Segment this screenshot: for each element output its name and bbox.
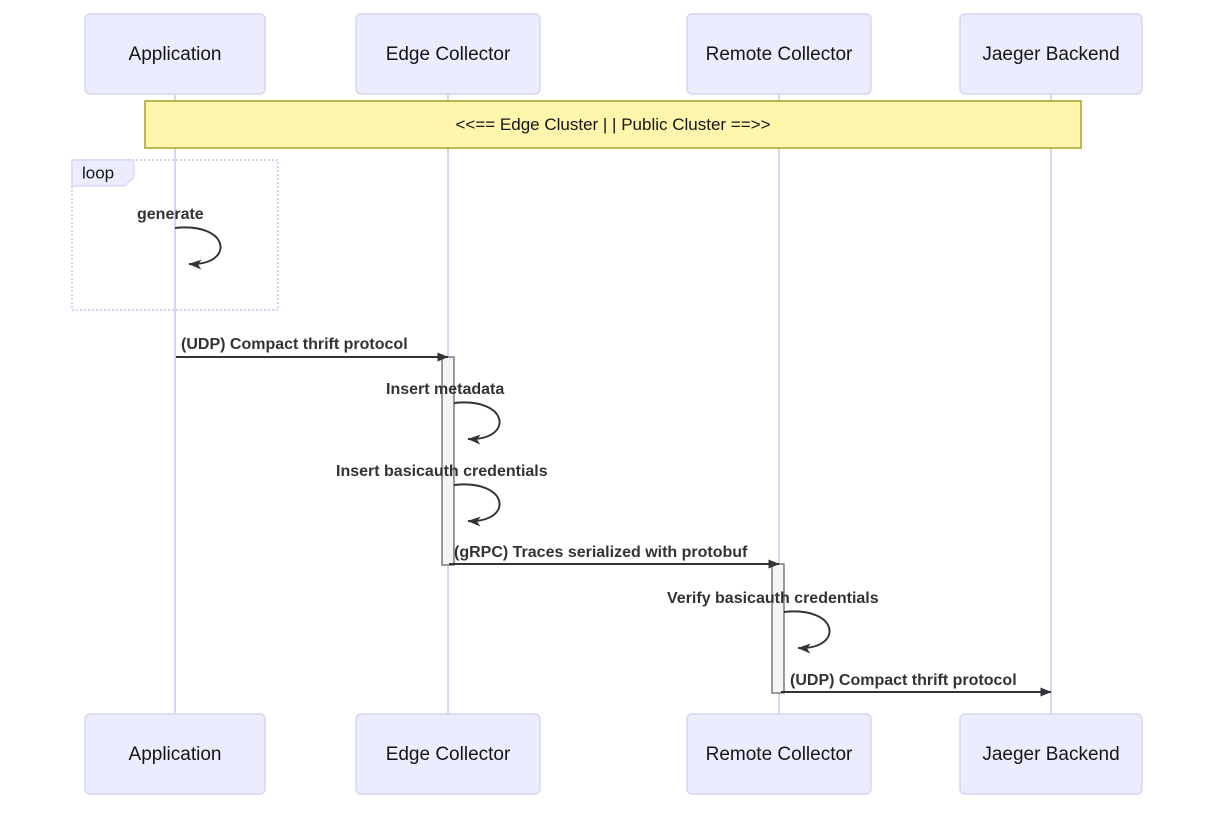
participant-top-application[interactable]: Application [84, 13, 266, 95]
participant-box[interactable] [355, 13, 541, 95]
participant-label: Application [129, 744, 222, 765]
participant-box[interactable] [686, 713, 872, 795]
self-message-loop [453, 401, 501, 445]
participant-label: Remote Collector [706, 44, 853, 65]
message-verify-basicauth-credentials: Verify basicauth credentials [667, 590, 879, 654]
self-message-loop [174, 226, 222, 270]
message-label: (UDP) Compact thrift protocol [790, 672, 1017, 689]
activations-layer [441, 356, 785, 694]
message-label: Insert metadata [386, 381, 504, 398]
participant-box[interactable] [959, 713, 1143, 795]
note-layer: <<== Edge Cluster | | Public Cluster ==>… [144, 100, 1082, 149]
message-label: generate [137, 206, 204, 223]
participant-bottom-edge-collector[interactable]: Edge Collector [355, 713, 541, 795]
note-label: <<== Edge Cluster | | Public Cluster ==>… [455, 115, 770, 134]
participant-top-jaeger-backend[interactable]: Jaeger Backend [959, 13, 1143, 95]
participant-label: Jaeger Backend [982, 744, 1119, 765]
participant-box[interactable] [355, 713, 541, 795]
participant-box[interactable] [959, 13, 1143, 95]
message-label: (gRPC) Traces serialized with protobuf [454, 544, 748, 561]
participant-label: Jaeger Backend [982, 44, 1119, 65]
loop-fragment-border [71, 159, 279, 311]
message-udp-compact-thrift-app-to-edge: (UDP) Compact thrift protocol [176, 336, 449, 362]
self-message-loop [453, 483, 501, 527]
loop-fragment-layer: loop [71, 159, 279, 311]
participant-box[interactable] [686, 13, 872, 95]
participant-box[interactable] [84, 13, 266, 95]
participant-box[interactable] [84, 713, 266, 795]
message-grpc-traces-protobuf: (gRPC) Traces serialized with protobuf [449, 544, 780, 569]
loop-tag-label: loop [82, 163, 114, 182]
participant-bottom-remote-collector[interactable]: Remote Collector [686, 713, 872, 795]
note-box [144, 100, 1082, 149]
participant-label: Remote Collector [706, 744, 853, 765]
message-label: Insert basicauth credentials [336, 463, 548, 480]
messages-layer: generate(UDP) Compact thrift protocolIns… [137, 206, 1052, 697]
participant-bottom-application[interactable]: Application [84, 713, 266, 795]
message-udp-compact-thrift-remote-to-jaeger: (UDP) Compact thrift protocol [781, 672, 1052, 697]
message-label: Verify basicauth credentials [667, 590, 879, 607]
remote-collector-activation [771, 563, 785, 694]
message-insert-basicauth-credentials: Insert basicauth credentials [336, 463, 548, 527]
loop-tag-shape [71, 159, 135, 187]
participant-bottom-jaeger-backend[interactable]: Jaeger Backend [959, 713, 1143, 795]
lifelines-layer [174, 93, 1052, 714]
message-generate: generate [137, 206, 222, 270]
participant-top-edge-collector[interactable]: Edge Collector [355, 13, 541, 95]
participant-label: Application [129, 44, 222, 65]
message-insert-metadata: Insert metadata [386, 381, 504, 445]
loop-fragment: loop [71, 159, 279, 311]
message-label: (UDP) Compact thrift protocol [181, 336, 408, 353]
self-message-loop [783, 610, 831, 654]
participant-label: Edge Collector [386, 744, 511, 765]
participant-top-remote-collector[interactable]: Remote Collector [686, 13, 872, 95]
participant-label: Edge Collector [386, 44, 511, 65]
cluster-divider-note: <<== Edge Cluster | | Public Cluster ==>… [144, 100, 1082, 149]
